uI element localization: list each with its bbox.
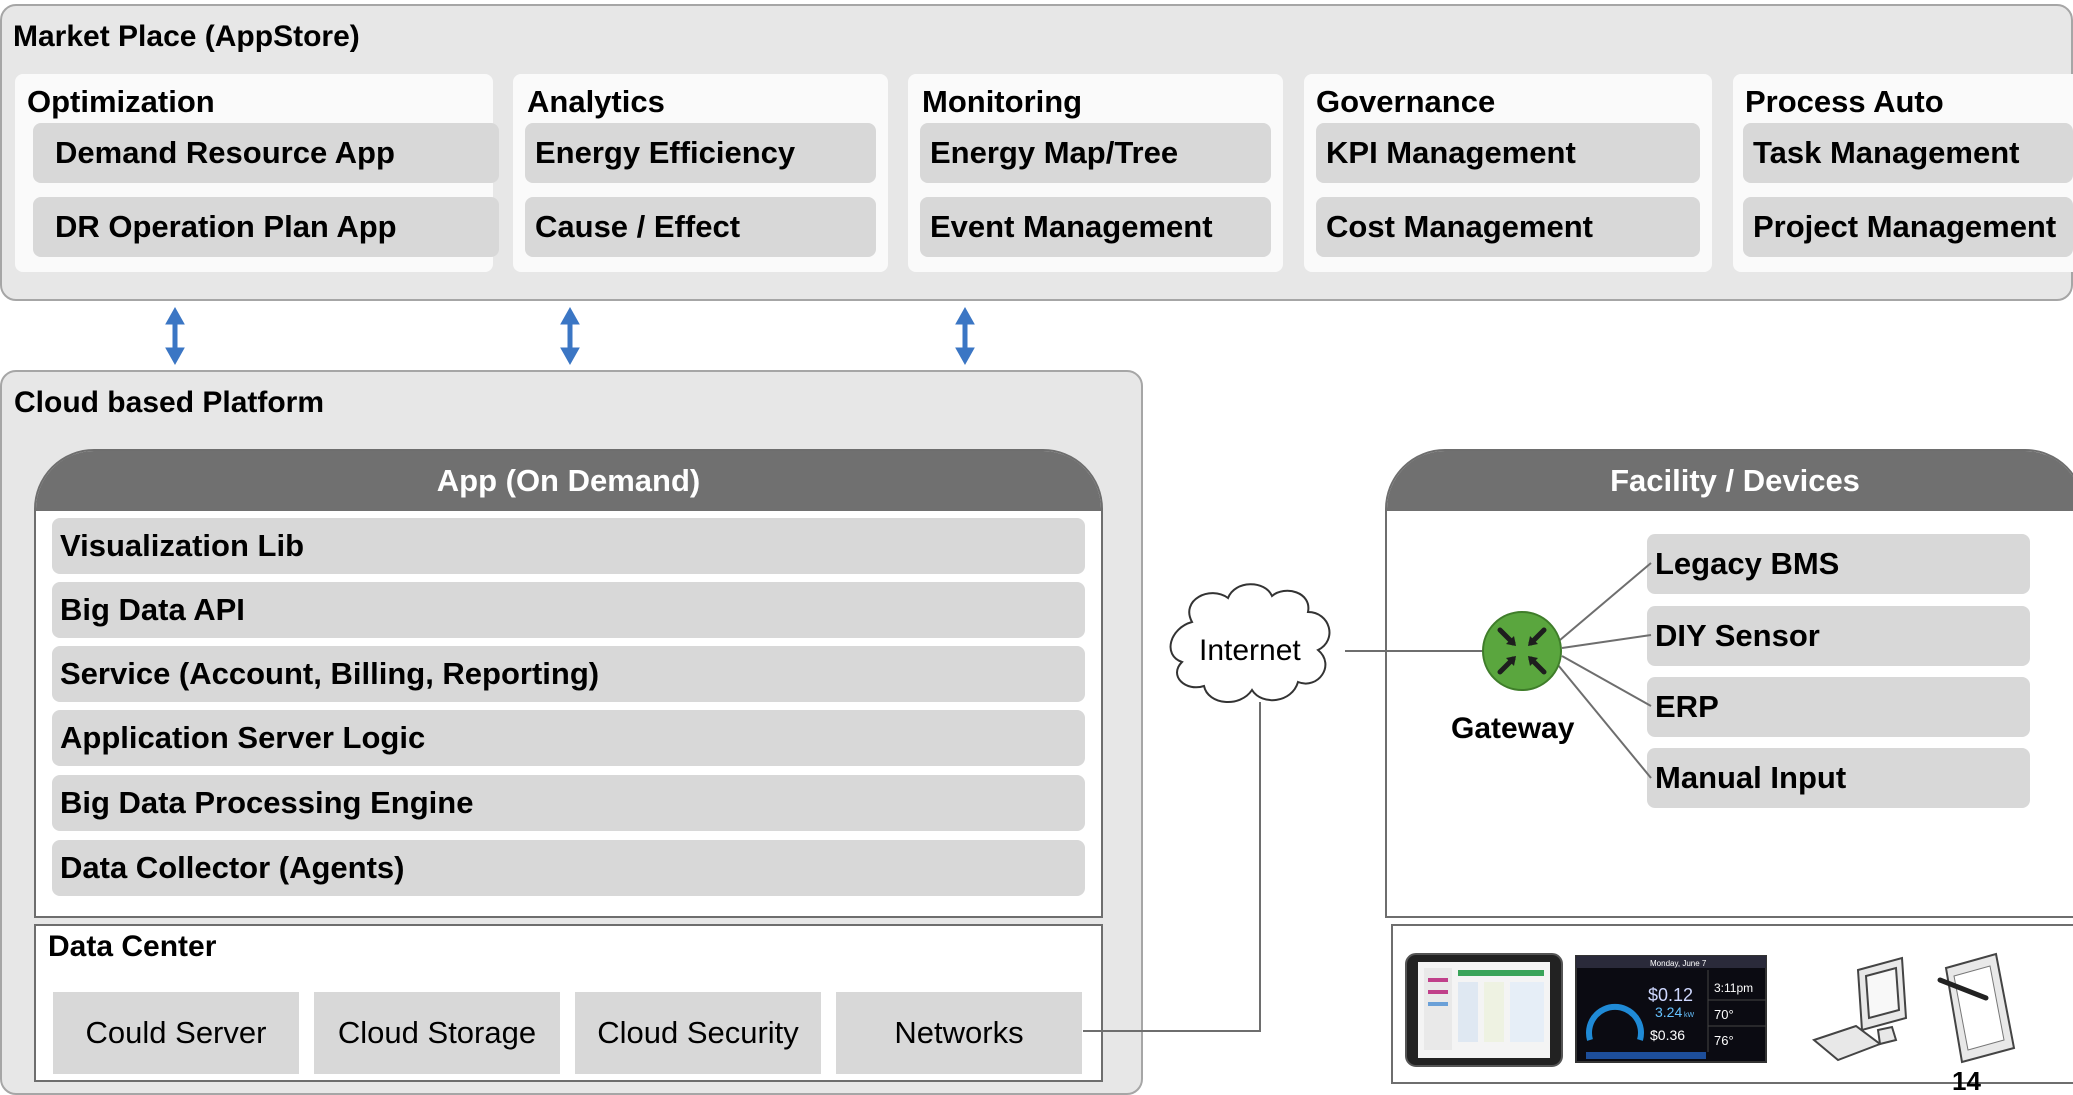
layer-data-collector[interactable]: Data Collector (Agents) <box>52 840 1085 896</box>
app-item[interactable]: Energy Efficiency <box>525 123 876 183</box>
tablet-icon <box>1405 953 1563 1067</box>
dc-item-server[interactable]: Could Server <box>53 992 299 1074</box>
category-process-auto: Process Auto Task Management Project Man… <box>1733 74 2073 272</box>
router-icon <box>1482 611 1562 691</box>
link-arrow-2 <box>560 306 580 366</box>
monitor-temp-in: 70° <box>1714 1007 1734 1022</box>
monitor-date: Monday, June 7 <box>1650 959 1707 968</box>
app-item[interactable]: Task Management <box>1743 123 2073 183</box>
device-legacy-bms[interactable]: Legacy BMS <box>1647 534 2030 594</box>
category-monitoring: Monitoring Energy Map/Tree Event Managem… <box>908 74 1283 272</box>
monitor-cost-now: $0.12 <box>1648 985 1693 1005</box>
facility-devices-box: Facility / Devices Legacy BMS DIY Sensor… <box>1385 449 2073 918</box>
facility-header: Facility / Devices <box>1387 451 2073 511</box>
gateway-label: Gateway <box>1451 712 1575 745</box>
category-label: Process Auto <box>1745 84 1944 119</box>
desktop-computer-icon <box>1811 956 1908 1062</box>
dc-item-security[interactable]: Cloud Security <box>575 992 821 1074</box>
marketplace-title: Market Place (AppStore) <box>13 20 360 53</box>
monitor-cost-day: $0.36 <box>1650 1027 1685 1043</box>
app-item[interactable]: Cost Management <box>1316 197 1700 257</box>
device-diy-sensor[interactable]: DIY Sensor <box>1647 606 2030 666</box>
internet-label: Internet <box>1199 634 1301 667</box>
handheld-tablet-icon <box>1937 952 2016 1064</box>
dc-item-storage[interactable]: Cloud Storage <box>314 992 560 1074</box>
app-item[interactable]: Project Management <box>1743 197 2073 257</box>
platform-title: Cloud based Platform <box>14 386 325 419</box>
category-governance: Governance KPI Management Cost Managemen… <box>1304 74 1712 272</box>
category-label: Governance <box>1316 84 1496 119</box>
data-center-box: Data Center Could Server Cloud Storage C… <box>34 924 1103 1082</box>
device-manual-input[interactable]: Manual Input <box>1647 748 2030 808</box>
layer-service[interactable]: Service (Account, Billing, Reporting) <box>52 646 1085 702</box>
layer-visualization-lib[interactable]: Visualization Lib <box>52 518 1085 574</box>
energy-monitor-icon: Monday, June 7 $0.12 3.24 kW $0.36 3:11p… <box>1575 955 1767 1063</box>
gateway-device-wires <box>1557 562 1652 779</box>
networks-wire <box>1083 702 1261 1032</box>
category-label: Optimization <box>27 84 215 119</box>
app-item[interactable]: Event Management <box>920 197 1271 257</box>
app-item[interactable]: DR Operation Plan App <box>33 197 499 257</box>
dc-item-networks[interactable]: Networks <box>836 992 1082 1074</box>
page-number: 14 <box>1952 1066 1981 1090</box>
app-on-demand-box: App (On Demand) Visualization Lib Big Da… <box>34 449 1103 918</box>
cloud-icon <box>1169 583 1331 703</box>
category-analytics: Analytics Energy Efficiency Cause / Effe… <box>513 74 888 272</box>
monitor-power: 3.24 <box>1655 1004 1682 1020</box>
monitor-time: 3:11pm <box>1714 981 1753 995</box>
monitor-power-unit: kW <box>1684 1012 1695 1019</box>
category-label: Analytics <box>527 84 665 119</box>
layer-big-data-engine[interactable]: Big Data Processing Engine <box>52 775 1085 831</box>
monitor-temp-out: 76° <box>1714 1033 1734 1048</box>
layer-big-data-api[interactable]: Big Data API <box>52 582 1085 638</box>
link-arrow-1 <box>165 306 185 366</box>
app-item[interactable]: Demand Resource App <box>33 123 499 183</box>
app-item[interactable]: Cause / Effect <box>525 197 876 257</box>
link-arrow-3 <box>955 306 975 366</box>
category-optimization: Optimization Demand Resource App DR Oper… <box>15 74 499 272</box>
app-item[interactable]: Energy Map/Tree <box>920 123 1271 183</box>
category-label: Monitoring <box>922 84 1083 119</box>
app-header: App (On Demand) <box>36 451 1101 511</box>
layer-app-server-logic[interactable]: Application Server Logic <box>52 710 1085 766</box>
device-erp[interactable]: ERP <box>1647 677 2030 737</box>
data-center-title: Data Center <box>48 930 217 963</box>
app-item[interactable]: KPI Management <box>1316 123 1700 183</box>
